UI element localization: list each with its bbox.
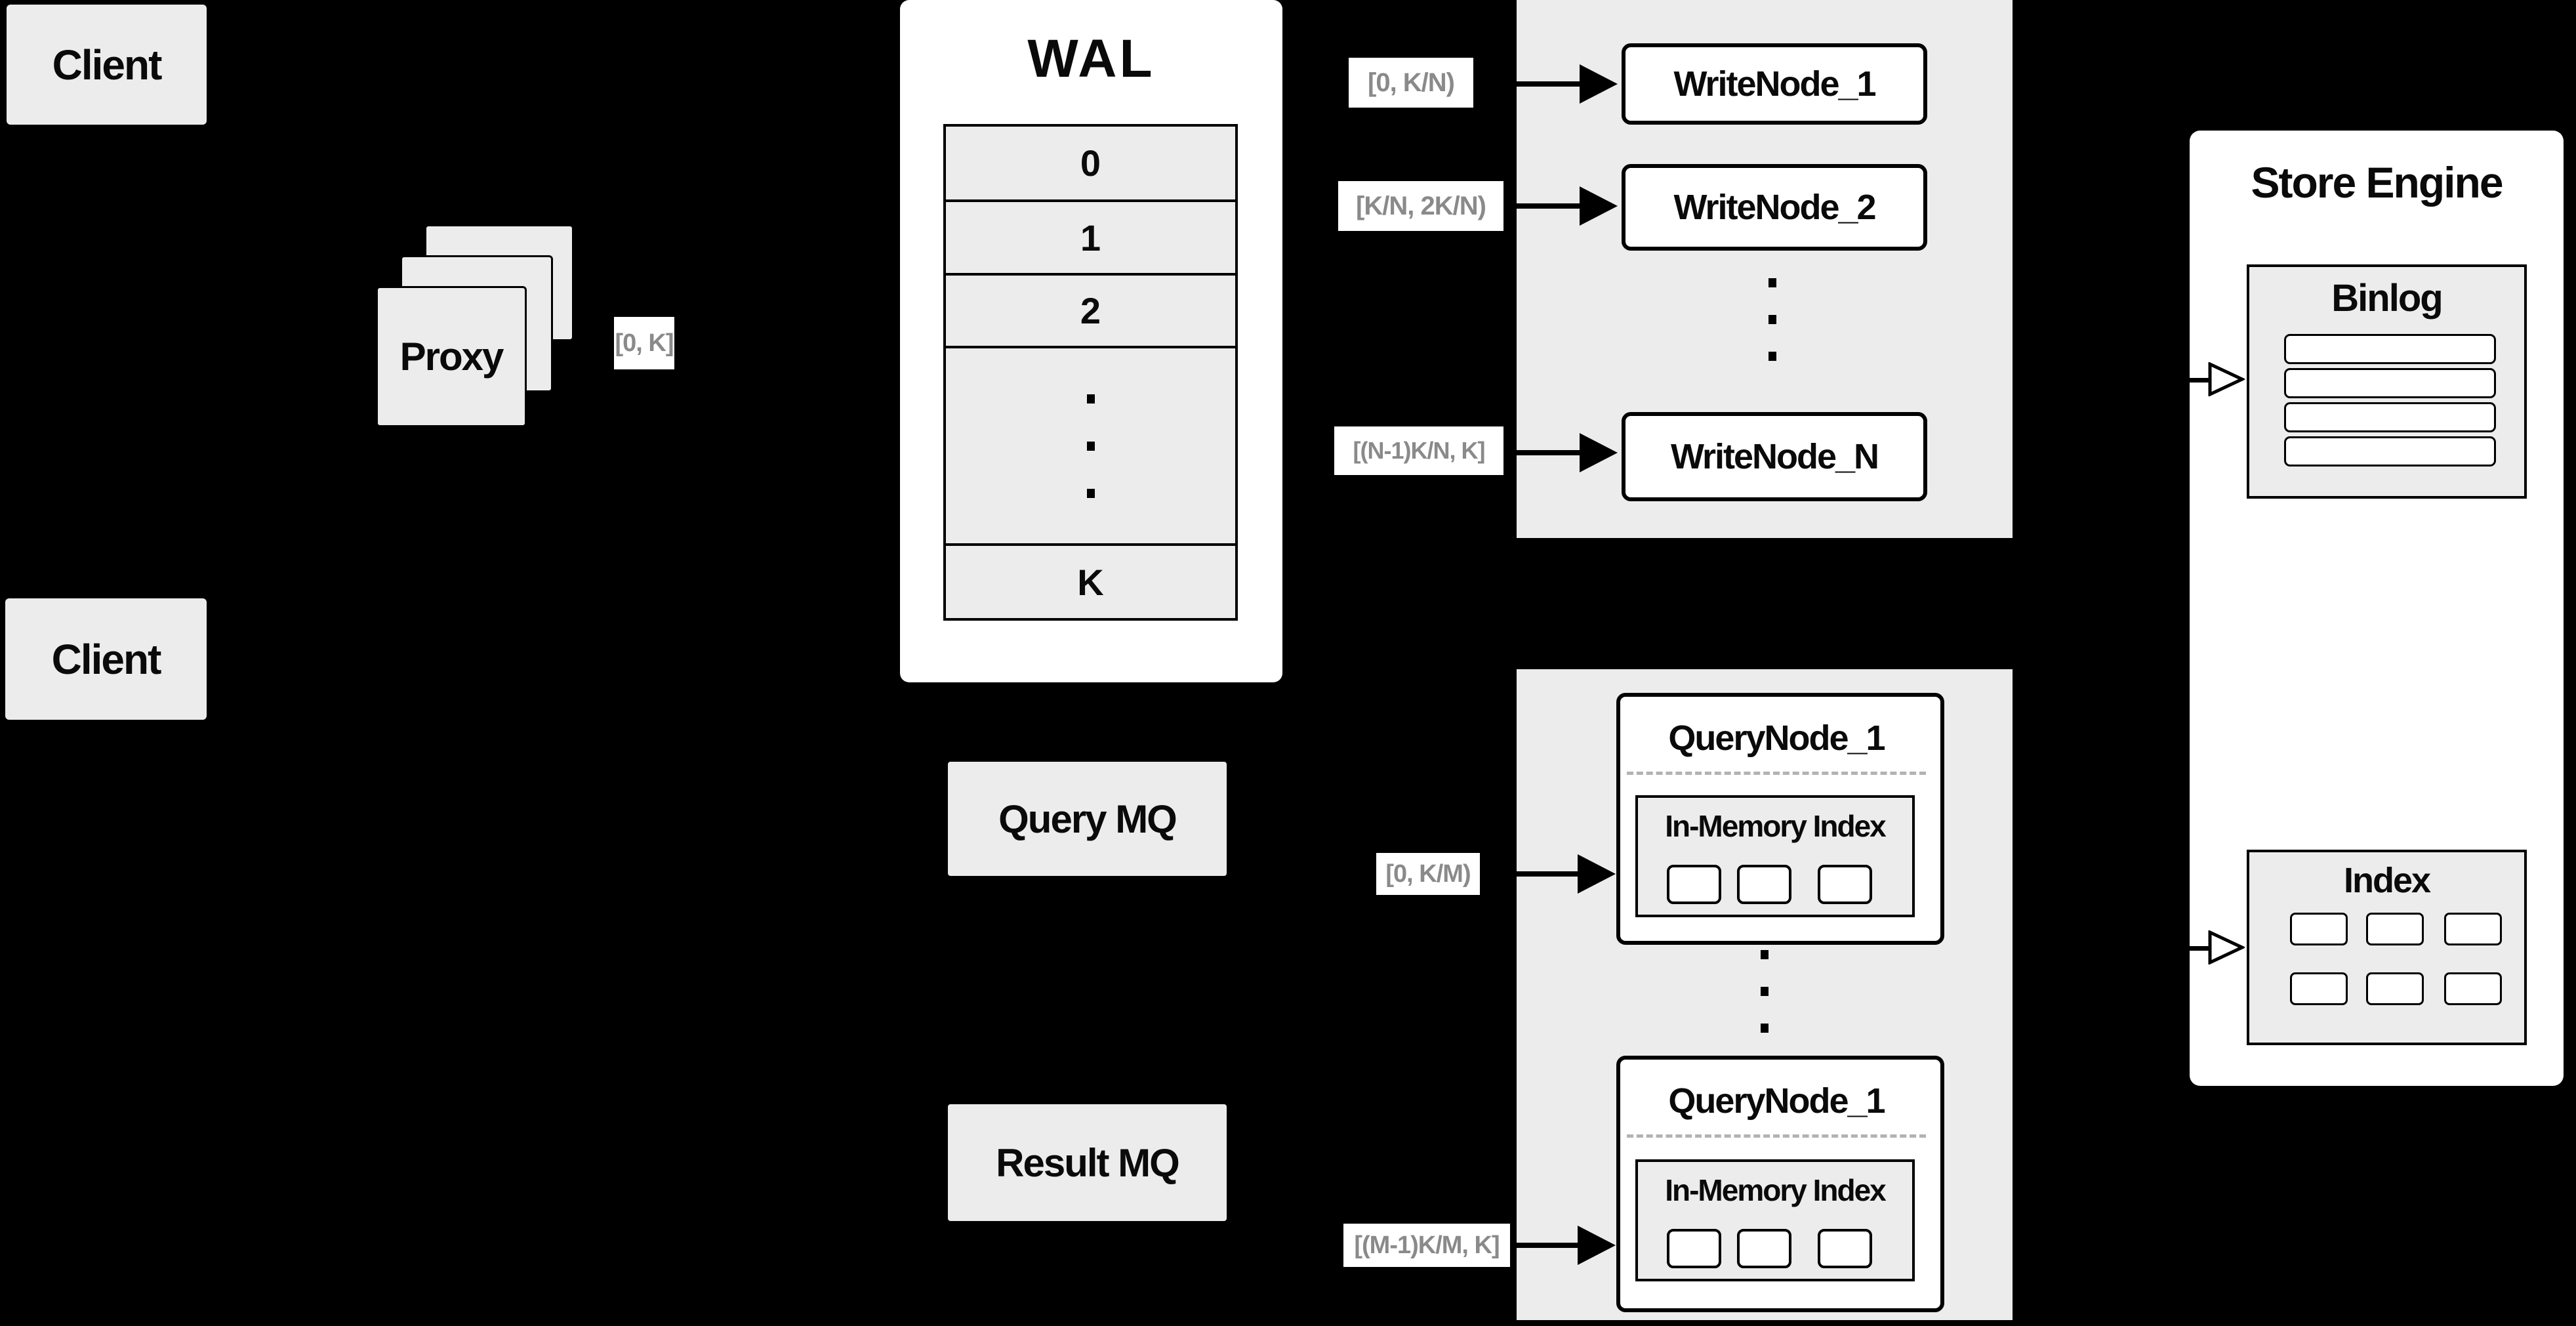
open-arrow-right-icon [2208, 930, 2245, 964]
write-range-3: [(N-1)K/N, K] [1353, 437, 1486, 464]
query-node-bottom-label: QueryNode_1 [1668, 1081, 1885, 1121]
index-cell [2366, 913, 2424, 945]
wal-segment-ellipsis-row [946, 346, 1235, 543]
arrow-right-icon [1580, 433, 1618, 472]
arrow-right-icon [1580, 186, 1618, 226]
store-engine-title-band: Store Engine [2190, 151, 2564, 214]
index-cell [1667, 865, 1721, 904]
write-node-2-box: WriteNode_2 [1622, 164, 1927, 251]
binlog-title: Binlog [2331, 276, 2443, 320]
query-range-chip-2: [(M-1)K/M, K] [1343, 1224, 1510, 1267]
wal-title-band: WAL [900, 26, 1282, 92]
wal-segment-table: 0 1 2 K [943, 124, 1238, 621]
wal-segment-1: 1 [1080, 217, 1101, 259]
write-node-n-box: WriteNode_N [1622, 412, 1927, 501]
vertical-ellipsis-icon [1086, 394, 1095, 498]
query-node-bottom-title-band: QueryNode_1 [1616, 1071, 1936, 1130]
open-arrow-right-icon [2208, 362, 2245, 396]
proxy-card-front: Proxy [376, 286, 527, 427]
index-cell [1818, 1229, 1872, 1268]
index-cell [2444, 913, 2502, 945]
dashed-divider [1627, 772, 1926, 775]
client-box-middle: Client [5, 598, 207, 720]
wal-segment-row: K [946, 543, 1235, 618]
wal-segment-row: 2 [946, 273, 1235, 346]
write-node-n-label: WriteNode_N [1670, 437, 1879, 476]
arrow-right-icon [1580, 64, 1618, 104]
binlog-title-band: Binlog [2247, 270, 2527, 325]
vertical-ellipsis-icon [1761, 950, 1768, 1033]
client-middle-label: Client [51, 635, 162, 683]
query-node-top-label: QueryNode_1 [1668, 718, 1885, 758]
wal-segment-row: 1 [946, 199, 1235, 273]
index-cell [1818, 865, 1872, 904]
write-range-chip-1: [0, K/N) [1349, 58, 1473, 108]
index-cell [1667, 1229, 1721, 1268]
proxy-label: Proxy [399, 335, 504, 379]
wal-segment-k: K [1077, 561, 1104, 603]
index-cell [2290, 913, 2348, 945]
arrow-line-writenodes-to-binlog [2066, 378, 2211, 383]
index-cell [1737, 1229, 1791, 1268]
write-range-chip-2: [K/N, 2K/N) [1338, 181, 1503, 231]
store-index-box [2247, 850, 2527, 1045]
dashed-divider [1627, 1134, 1926, 1138]
wal-segment-2: 2 [1080, 290, 1101, 331]
query-range-chip-1: [0, K/M) [1376, 853, 1480, 895]
query-range-1: [0, K/M) [1385, 860, 1471, 888]
arrow-right-icon [1578, 1226, 1616, 1265]
binlog-slot [2284, 368, 2496, 398]
in-memory-index-top-label: In-Memory Index [1665, 809, 1887, 843]
result-mq-box: Result MQ [948, 1104, 1227, 1221]
query-node-top-title-band: QueryNode_1 [1616, 709, 1936, 768]
binlog-slot [2284, 436, 2496, 466]
arrow-right-icon [1578, 854, 1616, 894]
query-mq-label: Query MQ [998, 797, 1177, 841]
index-cell [1737, 865, 1791, 904]
wal-segment-row: 0 [946, 127, 1235, 199]
query-mq-box: Query MQ [948, 762, 1227, 876]
wal-segment-0: 0 [1080, 142, 1101, 184]
client-top-label: Client [52, 41, 163, 89]
in-memory-index-top-title-band: In-Memory Index [1635, 803, 1915, 849]
write-node-1-label: WriteNode_1 [1673, 64, 1876, 104]
in-memory-index-bottom-title-band: In-Memory Index [1635, 1167, 1915, 1213]
store-index-title: Index [2343, 861, 2431, 900]
proxy-range-label: [0, K] [615, 329, 674, 357]
vertical-ellipsis-icon [1768, 278, 1776, 361]
result-mq-label: Result MQ [996, 1140, 1180, 1185]
write-node-1-box: WriteNode_1 [1622, 43, 1927, 125]
index-cell [2366, 972, 2424, 1005]
index-cell [2444, 972, 2502, 1005]
arrow-line-querynodes-to-index [2066, 946, 2211, 951]
in-memory-index-bottom-label: In-Memory Index [1665, 1173, 1887, 1207]
write-range-2: [K/N, 2K/N) [1356, 191, 1486, 220]
write-node-2-label: WriteNode_2 [1673, 188, 1876, 227]
index-cell [2290, 972, 2348, 1005]
store-index-title-band: Index [2247, 857, 2527, 904]
proxy-range-chip: [0, K] [614, 317, 674, 369]
binlog-slot [2284, 402, 2496, 432]
wal-title: WAL [1027, 29, 1155, 89]
store-engine-title: Store Engine [2251, 158, 2503, 207]
write-range-1: [0, K/N) [1368, 68, 1455, 97]
client-box-top: Client [7, 5, 207, 125]
query-range-2: [(M-1)K/M, K] [1354, 1231, 1500, 1259]
write-range-chip-3: [(N-1)K/N, K] [1334, 426, 1503, 475]
binlog-slot [2284, 334, 2496, 364]
